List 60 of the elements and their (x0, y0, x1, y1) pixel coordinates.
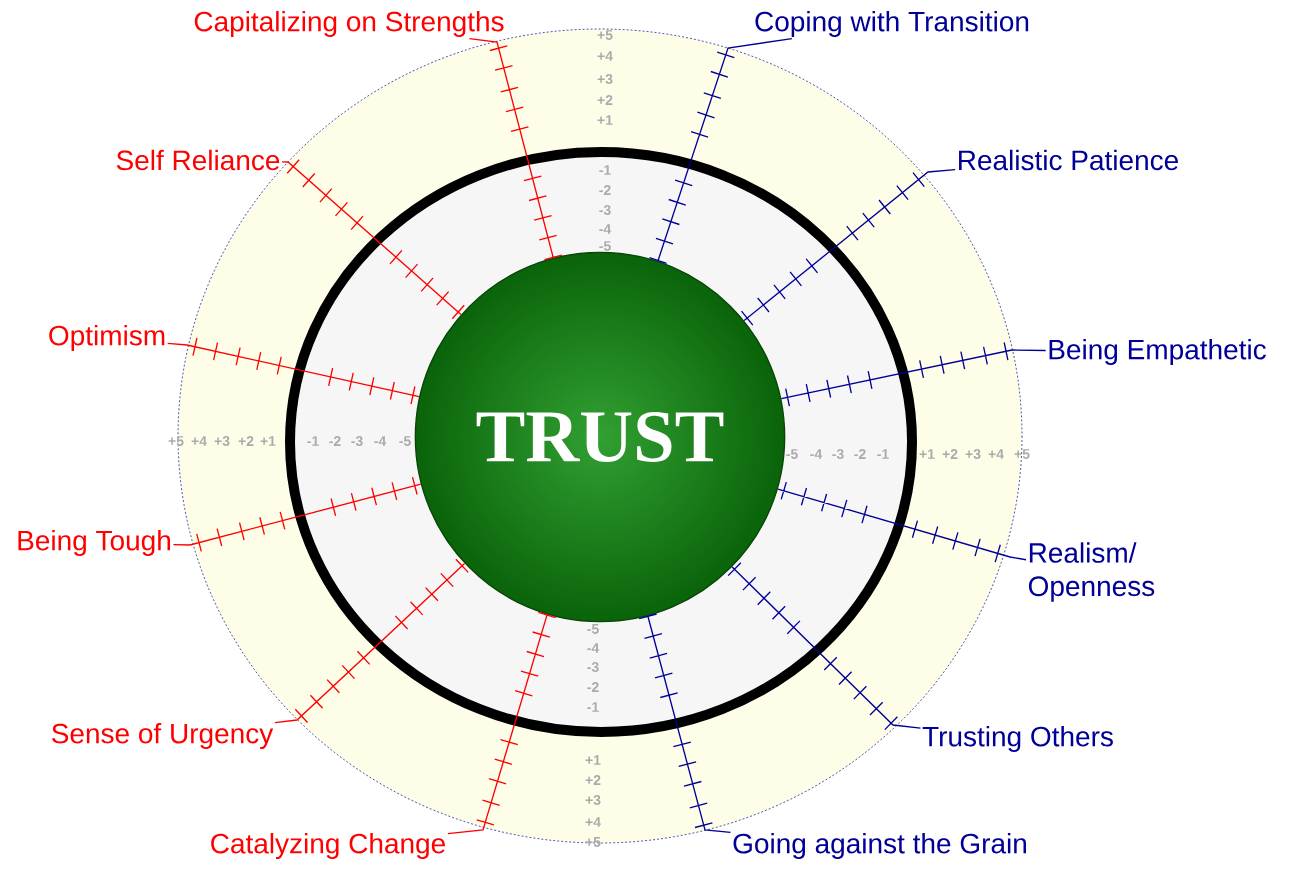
scale-number: -4 (587, 643, 600, 653)
scale-number: -1 (587, 702, 599, 712)
scale-number: +1 (260, 436, 276, 446)
scale-spoke (172, 476, 422, 552)
scale-number: -2 (599, 185, 611, 195)
scale-number: +2 (585, 775, 601, 785)
scale-number: +5 (1014, 449, 1030, 459)
spoke-label: Going against the Grain (733, 832, 1026, 860)
spoke-label: Being Tough (18, 529, 170, 557)
scale-spoke (740, 169, 956, 326)
scale-number: -1 (599, 165, 611, 175)
scale-number: +5 (597, 30, 613, 40)
scale-number: +3 (965, 449, 981, 459)
scale-number: -3 (832, 449, 844, 459)
spoke-label: Self Reliance (116, 149, 280, 171)
scale-number: +1 (919, 449, 935, 459)
scale-spoke (447, 611, 557, 835)
scale-spoke (780, 341, 1047, 407)
scale-number: +4 (191, 436, 207, 446)
scale-number: +3 (597, 74, 613, 84)
spoke-label: Capitalizing on Strengths (194, 10, 504, 38)
spoke-label: Sense of Urgency (52, 722, 274, 750)
scale-spoke (167, 337, 420, 405)
scale-number: -1 (307, 436, 319, 446)
scale-spoke (727, 562, 922, 731)
scale-spoke (281, 159, 465, 320)
spoke-label: Realistic Patience (959, 149, 1178, 171)
scale-number: -4 (374, 436, 387, 446)
scale-number: -1 (877, 449, 889, 459)
scale-spoke (777, 481, 1027, 563)
scale-number: +1 (585, 755, 601, 765)
scale-number: +5 (585, 837, 601, 847)
scale-number: +5 (168, 436, 184, 446)
scale-number: -2 (587, 682, 599, 692)
scale-spoke (638, 613, 732, 833)
scale-spoke (468, 38, 563, 261)
scale-number: +2 (238, 436, 254, 446)
spoke-label: Optimism (49, 324, 165, 352)
spoke-label: Catalyzing Change (211, 832, 445, 860)
scale-number: +4 (597, 51, 613, 61)
spoke-label: Coping with Transition (755, 10, 1029, 38)
spoke-label: Being Empathetic (1049, 338, 1266, 366)
spoke-label: Trusting Others (922, 725, 1113, 753)
scale-number: +4 (585, 817, 601, 827)
spoke-label: Realism/ Openness (1028, 542, 1155, 602)
scale-number: +4 (988, 449, 1004, 459)
scale-number: -3 (351, 436, 363, 446)
scale-number: +3 (214, 436, 230, 446)
scale-number: -4 (810, 449, 823, 459)
scale-number: +2 (597, 95, 613, 105)
scale-number: -4 (599, 224, 612, 234)
scale-number: +1 (597, 115, 613, 125)
scale-number: -3 (587, 662, 599, 672)
scale-number: -3 (599, 205, 611, 215)
scale-number: +2 (942, 449, 958, 459)
scale-number: -2 (854, 449, 866, 459)
scale-number: +3 (585, 795, 601, 805)
scale-spoke (648, 38, 793, 264)
scale-number: -2 (329, 436, 341, 446)
scale-spoke (274, 558, 469, 724)
